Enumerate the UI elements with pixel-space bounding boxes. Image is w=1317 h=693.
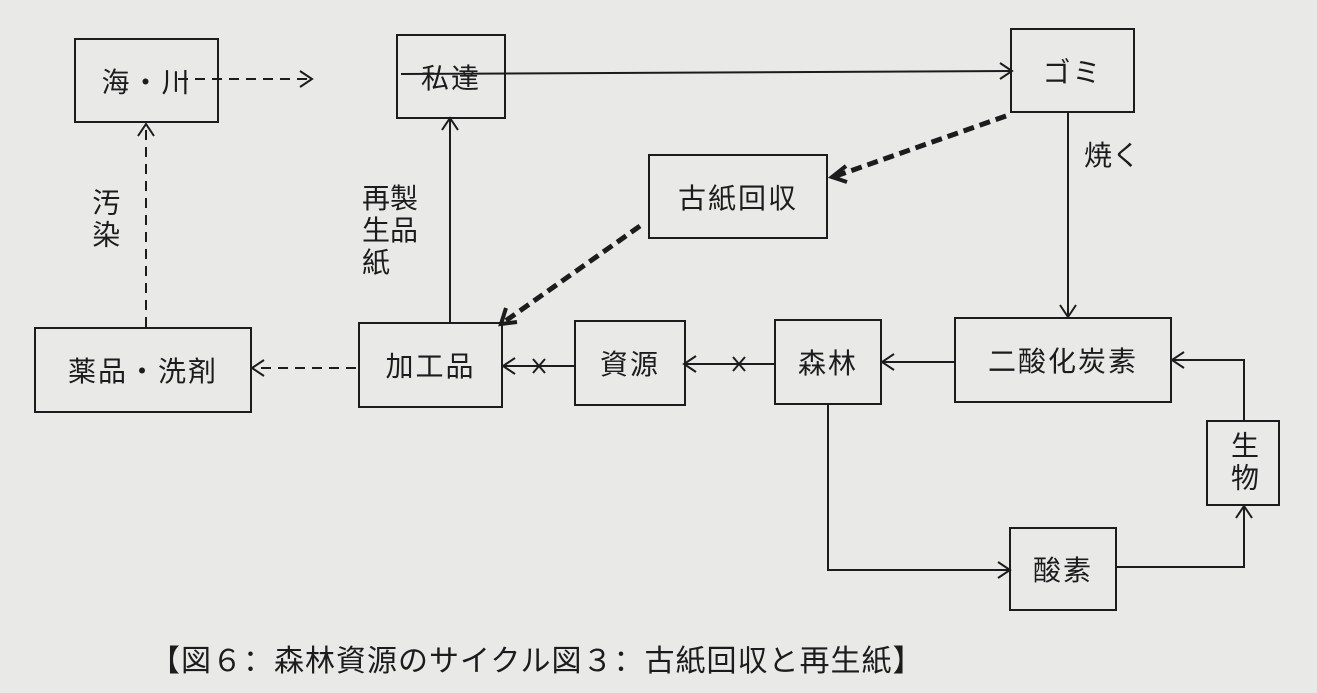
arrowhead-garbage (999, 62, 1014, 80)
edge-organisms-to-co2 (1172, 359, 1245, 420)
edge-label-pollution: 汚染 (88, 188, 122, 252)
node-processed-goods: 加工品 (358, 322, 503, 408)
edge-label-line-1: 再製 (362, 182, 419, 215)
edge-forest-to-oxygen (827, 404, 1010, 571)
node-sea-river-label: 海・川 (101, 65, 192, 99)
node-co2-label: 二酸化炭素 (987, 345, 1138, 378)
node-garbage-label: ゴミ (1042, 55, 1103, 89)
arrowhead-processed (501, 357, 516, 375)
node-paper-recycling-label: 古紙回収 (677, 181, 798, 215)
arrowhead-organisms (1235, 504, 1253, 519)
node-resources-label: 資源 (599, 348, 660, 381)
edge-us-to-garbage (400, 70, 1013, 75)
node-paper-recycling: 古紙回収 (648, 154, 828, 239)
node-organisms-label: 生物 (1227, 431, 1260, 495)
node-resources: 資源 (574, 320, 686, 406)
arrowhead-us-from-sea (299, 70, 314, 88)
node-us: 私達 (396, 34, 506, 119)
node-chemicals-label: 薬品・洗剤 (67, 355, 218, 388)
arrowhead-co2-right (1170, 351, 1185, 369)
edge-label-burn: 焼く (1084, 139, 1141, 172)
node-us-label: 私達 (420, 61, 481, 95)
cross-mark-2 (732, 356, 746, 372)
edge-paper-recycling-to-processed (502, 223, 642, 325)
cross-mark-1 (532, 358, 546, 374)
edge-oxygen-to-organisms (1116, 506, 1245, 568)
node-oxygen-label: 酸素 (1032, 554, 1093, 587)
figure-caption: 【図６：森林資源のサイクル図３：古紙回収と再生紙】 (150, 644, 924, 679)
node-co2: 二酸化炭素 (954, 317, 1172, 403)
node-forest-label: 森林 (797, 347, 858, 380)
edge-label-line-3: 紙 (362, 246, 391, 280)
node-sea-river: 海・川 (74, 38, 219, 123)
arrowhead-sea-bottom (137, 122, 155, 137)
arrowhead-paper-recycling (827, 164, 848, 184)
node-forest: 森林 (774, 319, 882, 405)
arrowhead-forest (880, 353, 895, 371)
node-chemicals: 薬品・洗剤 (34, 327, 252, 413)
arrowhead-chemicals (250, 359, 265, 377)
node-garbage: ゴミ (1010, 28, 1135, 113)
edge-garbage-to-paper-recycling (835, 113, 1007, 179)
edge-label-line-2: 生品 (362, 214, 419, 248)
node-processed-goods-label: 加工品 (385, 350, 476, 383)
node-oxygen: 酸素 (1009, 527, 1117, 611)
node-organisms: 生物 (1206, 420, 1280, 506)
edge-label-recycled-paper-products: 再製 生品 紙 (362, 182, 419, 280)
